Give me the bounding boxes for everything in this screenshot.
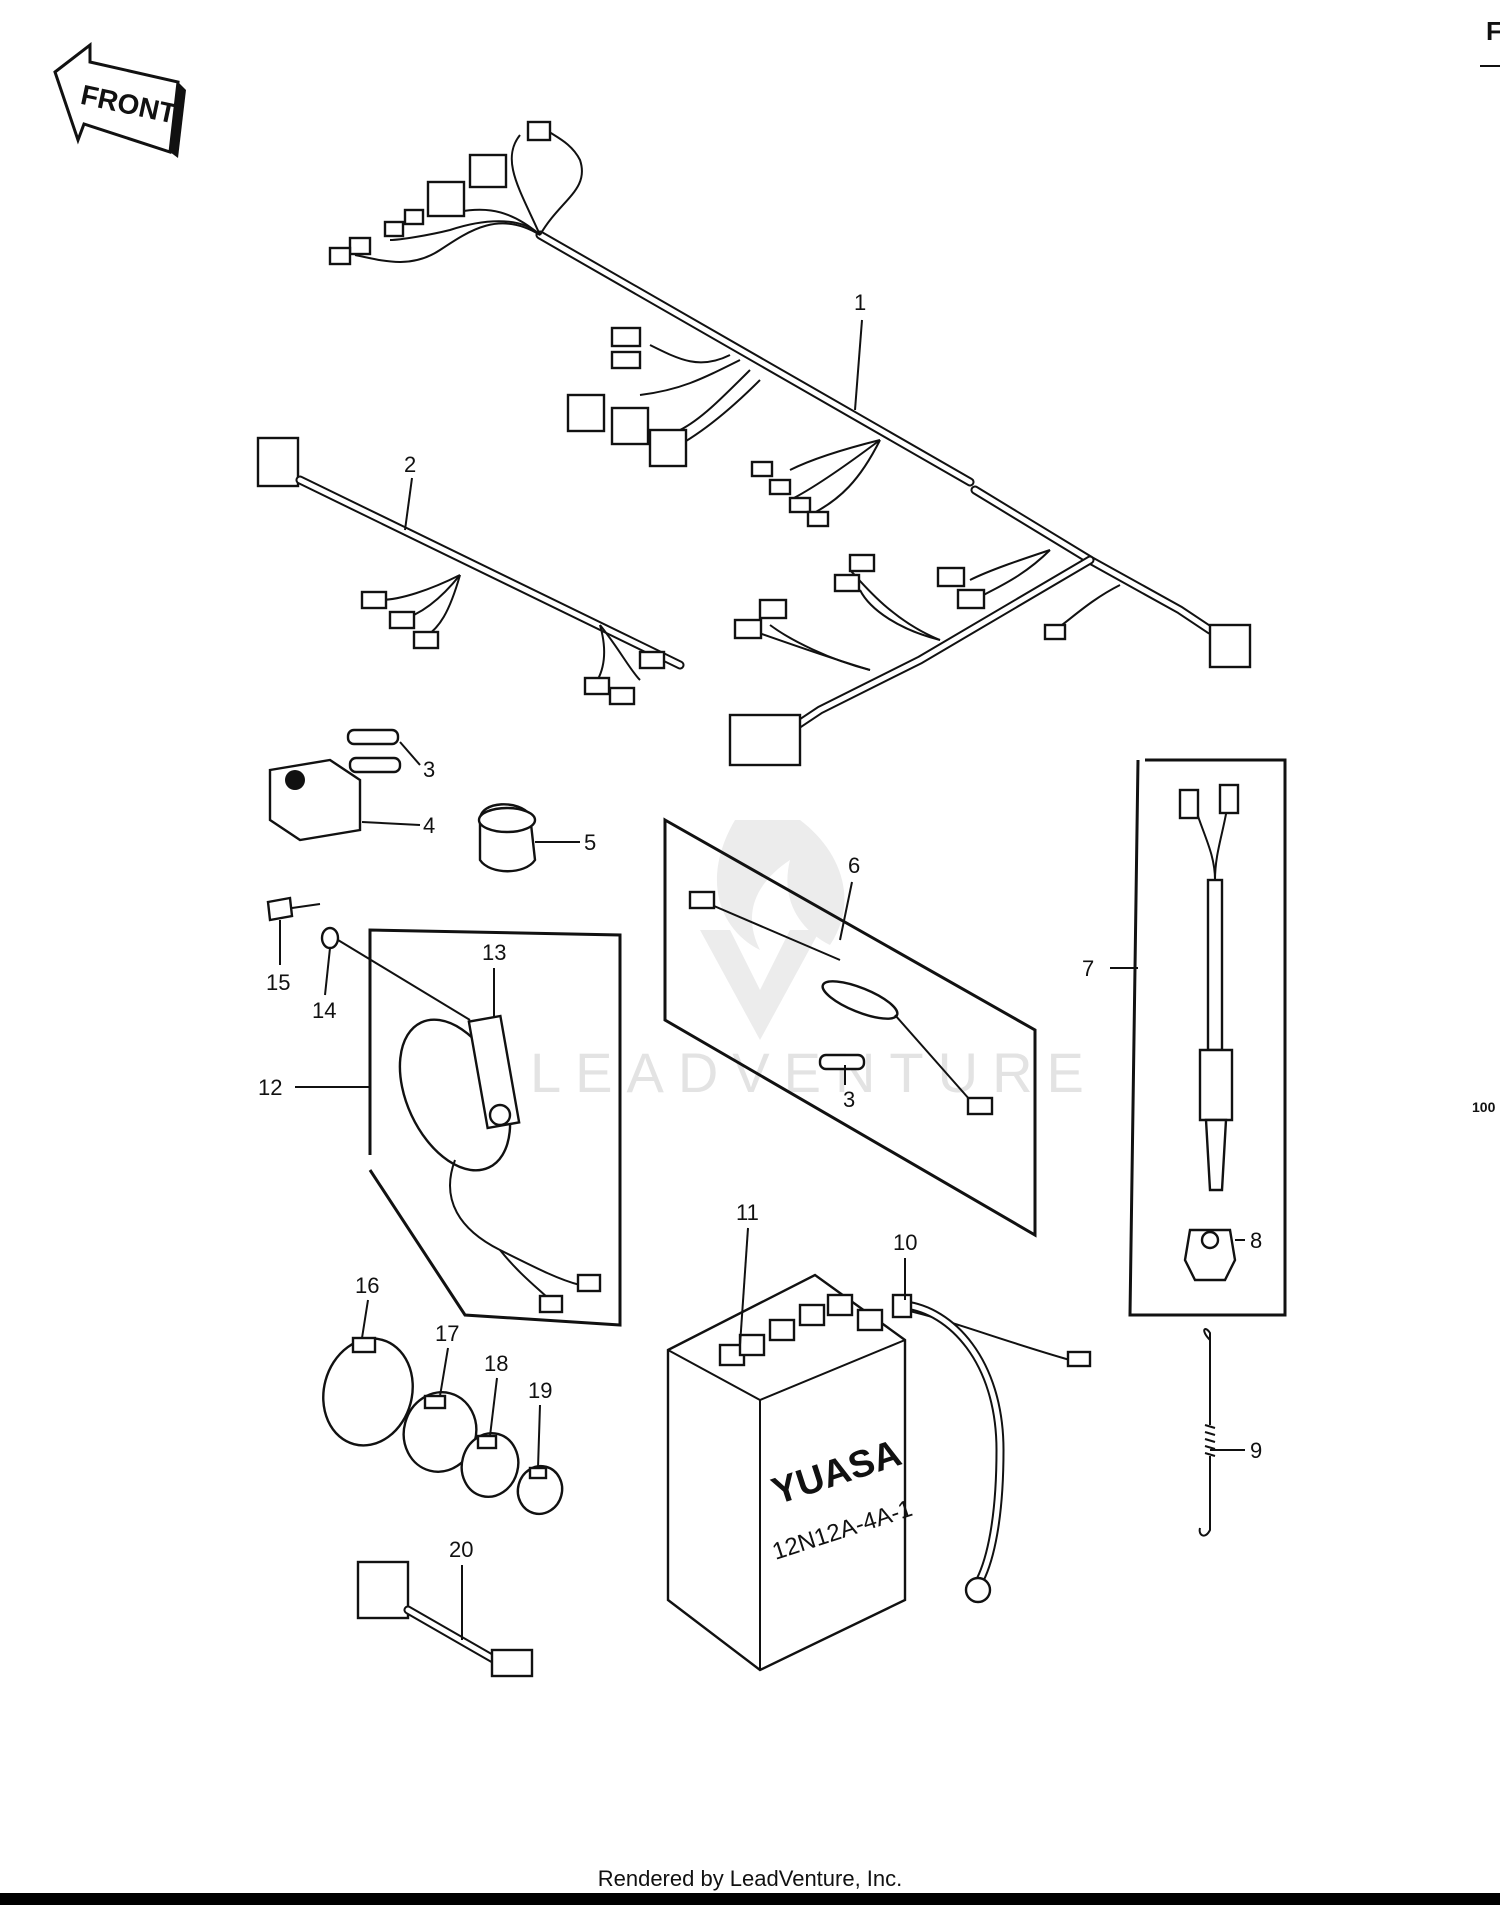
sensor-kit <box>1128 758 1287 1317</box>
callout-10: 10 <box>893 1230 917 1255</box>
callout-16: 16 <box>355 1273 379 1298</box>
callout-8: 8 <box>1250 1228 1262 1253</box>
callout-9: 9 <box>1250 1438 1262 1463</box>
connector-harness <box>356 1560 534 1678</box>
relay <box>477 803 537 873</box>
horn-assembly <box>266 896 622 1327</box>
callout-18: 18 <box>484 1351 508 1376</box>
watermark: LEADVENTURE <box>530 820 1098 1104</box>
callout-14: 14 <box>312 998 336 1023</box>
leader-lines <box>279 319 1245 1640</box>
callout-6: 6 <box>848 853 860 878</box>
callout-12: 12 <box>258 1075 282 1100</box>
callout-4: 4 <box>423 813 435 838</box>
corner-label-top: F <box>1486 16 1500 46</box>
fuse-and-holder <box>268 728 402 842</box>
sub-wiring-harness <box>256 436 685 706</box>
spring <box>1198 1328 1216 1537</box>
callout-2: 2 <box>404 452 416 477</box>
callout-20: 20 <box>449 1537 473 1562</box>
main-wiring-harness <box>328 120 1252 767</box>
footer-bar <box>0 1893 1500 1905</box>
footer-credit: Rendered by LeadVenture, Inc. <box>597 1866 903 1891</box>
callouts: 1 2 3 4 5 6 3 7 8 9 10 11 12 13 14 15 16… <box>258 290 1262 1562</box>
fuse-wire-kit <box>663 817 1037 1238</box>
callout-19: 19 <box>528 1378 552 1403</box>
callout-17: 17 <box>435 1321 459 1346</box>
hose-bands <box>322 1336 564 1516</box>
callout-15: 15 <box>266 970 290 995</box>
callout-5: 5 <box>584 830 596 855</box>
front-arrow: FRONT <box>53 41 186 158</box>
callout-1: 1 <box>854 290 866 315</box>
callout-13: 13 <box>482 940 506 965</box>
callout-3-lower: 3 <box>843 1087 855 1112</box>
corner-label-right: 100 <box>1472 1099 1496 1115</box>
callout-3: 3 <box>423 757 435 782</box>
watermark-text: LEADVENTURE <box>530 1041 1098 1104</box>
battery: YUASA 12N12A-4A-1 <box>666 1273 1092 1672</box>
callout-11: 11 <box>736 1200 759 1225</box>
callout-7: 7 <box>1082 956 1094 981</box>
